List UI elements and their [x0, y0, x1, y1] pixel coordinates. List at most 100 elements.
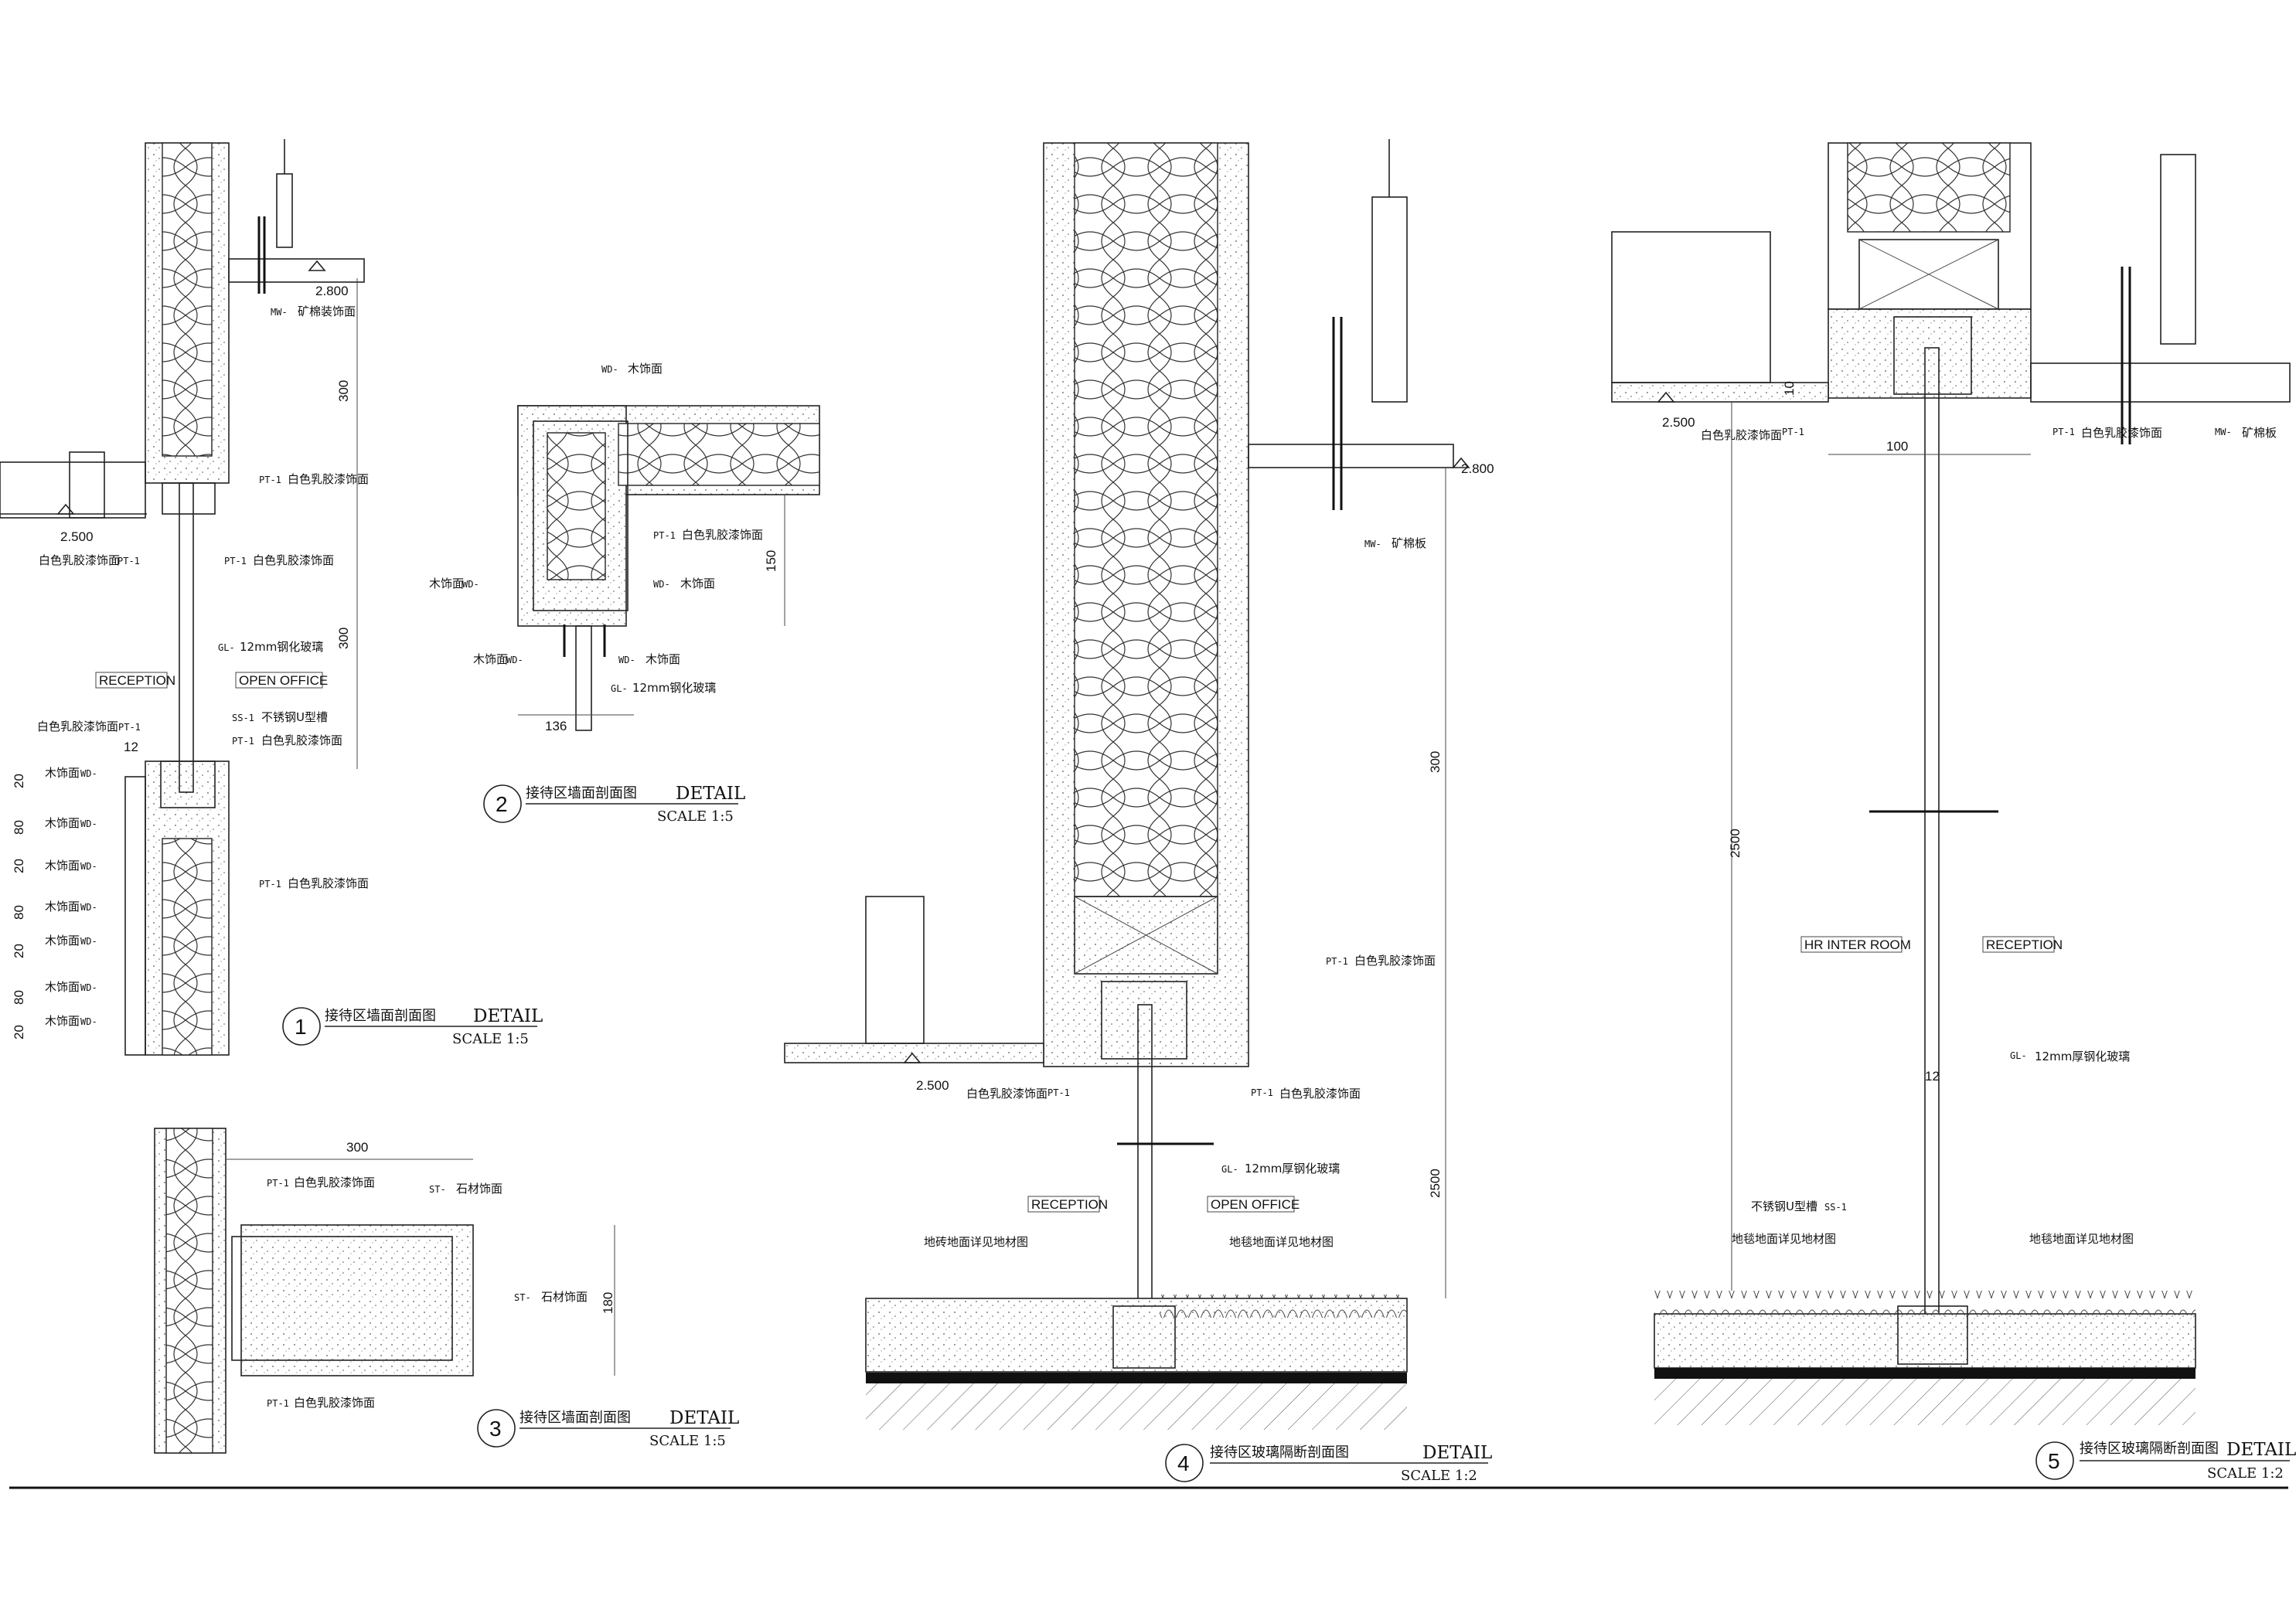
room-reception-d1: RECEPTION: [99, 673, 175, 688]
detail3-stone-box: [240, 1224, 474, 1376]
level-ceiling-d1: 2.800: [315, 284, 349, 298]
tag-pt: PT-1: [1251, 1087, 1273, 1098]
tag-pt: PT-1: [2052, 427, 2075, 437]
note-latex: 白色乳胶漆饰面: [2081, 426, 2162, 440]
dim-300-a: 300: [336, 380, 351, 402]
detail5-ceiling-right: [2030, 362, 2291, 403]
detail1-scale: SCALE 1:5: [452, 1031, 529, 1047]
tag-pt: PT-1: [224, 556, 247, 567]
detail5-bottom-channel: [1897, 1305, 1968, 1365]
note-mineral-panel: 矿棉装饰面: [298, 305, 356, 318]
tag-pt: PT-1: [1326, 956, 1348, 967]
note-glass: 12mm钢化玻璃: [240, 640, 323, 654]
detail2-title: 接待区墙面剖面图: [526, 785, 637, 801]
detail2-label: DETAIL: [676, 784, 745, 804]
tag-pt: PT-1: [118, 556, 140, 567]
level-floor-d1: 2.500: [60, 529, 94, 544]
tag-st: ST-: [429, 1184, 446, 1195]
note-latex: 白色乳胶漆饰面: [1701, 428, 1782, 442]
note-wood: 木饰面: [45, 816, 80, 830]
note-wood: 木饰面: [680, 577, 715, 590]
detail1-number: 1: [295, 1015, 307, 1039]
detail5-label: DETAIL: [2226, 1440, 2296, 1460]
room-reception-d5: RECEPTION: [1986, 937, 2063, 952]
tag-pt: PT-1: [259, 879, 281, 890]
tag-wd: WD-: [80, 1016, 97, 1027]
tag-mw: MW-: [2215, 427, 2232, 437]
dim-2500-b: 2500: [1728, 829, 1742, 858]
note-steel-u: 不锈钢U型槽: [261, 710, 328, 724]
note-carpet-floor: 地毯地面详见地材图: [2029, 1232, 2134, 1246]
tag-wd: WD-: [80, 861, 97, 872]
detail-1: 300 300 12 20 80 20 80 20 80 20 2.800 2.…: [0, 139, 543, 1056]
note-carpet-floor: 地毯地面详见地材图: [1229, 1235, 1334, 1249]
tag-ss: SS-1: [1824, 1202, 1847, 1213]
detail2-glass: [575, 625, 592, 731]
detail4-carpet: [1160, 1295, 1407, 1318]
detail1-ceiling-left: [0, 461, 146, 519]
note-latex: 白色乳胶漆饰面: [682, 528, 763, 542]
note-wood: 木饰面: [45, 980, 80, 994]
detail5-title: 接待区玻璃隔断剖面图: [2080, 1441, 2219, 1457]
detail1-ceiling-right: [228, 258, 365, 283]
note-stone: 石材饰面: [541, 1290, 588, 1304]
note-mineral-board: 矿棉板: [1392, 536, 1426, 550]
note-latex: 白色乳胶漆饰面: [253, 553, 334, 567]
note-glass: 12mm钢化玻璃: [632, 681, 716, 695]
tag-pt: PT-1: [232, 736, 254, 747]
room-open-office-d4: OPEN OFFICE: [1211, 1197, 1300, 1212]
note-latex: 白色乳胶漆饰面: [37, 720, 118, 733]
room-open-office-d1: OPEN OFFICE: [239, 673, 328, 688]
level-floor-d5: 2.500: [1662, 415, 1695, 430]
detail1-lower-insulation: [162, 838, 213, 1056]
detail4-number: 4: [1177, 1451, 1190, 1475]
detail5-scale: SCALE 1:2: [2207, 1465, 2284, 1482]
detail1-hanger: [276, 173, 293, 248]
tag-wd: WD-: [653, 579, 670, 590]
note-wood: 木饰面: [45, 859, 80, 873]
note-wood: 木饰面: [473, 652, 508, 666]
dim-100: 100: [1886, 439, 1908, 454]
detail5-ceiling-left: [1611, 382, 1829, 403]
detail2-number-circle: [483, 784, 522, 823]
tag-wd: WD-: [618, 655, 635, 665]
detail5-head: [1828, 308, 2032, 399]
dim-300-b: 300: [336, 628, 351, 649]
detail5-floor: [1654, 1313, 2196, 1369]
detail1-u-channel-top: [162, 482, 216, 515]
detail4-label: DETAIL: [1422, 1443, 1492, 1463]
tag-gl: GL-: [611, 683, 628, 694]
detail4-hanger: [1371, 196, 1408, 403]
detail4-number-circle: [1165, 1444, 1204, 1482]
dim-10: 10: [1782, 381, 1797, 396]
dim-2500-a: 2500: [1428, 1169, 1443, 1198]
dim-12-b: 12: [1925, 1069, 1940, 1084]
detail3-stone: [231, 1236, 453, 1361]
note-tile-floor: 地砖地面详见地材图: [924, 1235, 1028, 1249]
detail5-number: 5: [2048, 1449, 2060, 1473]
detail4-ceiling-left: [784, 1043, 1044, 1063]
dim-80: 80: [12, 820, 26, 835]
detail-4: 300 2500 2.800 2.500 MW- 矿棉板 PT-1 白色乳胶漆饰…: [784, 139, 1494, 1484]
dim-20: 20: [12, 944, 26, 958]
tag-pt: PT-1: [267, 1398, 289, 1409]
detail1-label: DETAIL: [473, 1006, 543, 1026]
note-wood: 木饰面: [45, 766, 80, 780]
detail1-ceiling-frame: [69, 451, 105, 519]
tag-wd: WD-: [80, 982, 97, 993]
detail3-label: DETAIL: [669, 1408, 739, 1428]
detail1-title: 接待区墙面剖面图: [325, 1008, 436, 1024]
tag-st: ST-: [514, 1292, 531, 1303]
note-latex: 白色乳胶漆饰面: [288, 876, 369, 890]
room-hr: HR INTER ROOM: [1804, 937, 1911, 952]
detail4-ceiling-right: [1248, 444, 1454, 468]
detail4-bottom-channel: [1112, 1305, 1176, 1369]
detail5-top-channel: [1893, 316, 1972, 395]
note-wood: 木饰面: [646, 652, 680, 666]
detail5-hanger: [2160, 154, 2196, 345]
dim-300-c: 300: [346, 1140, 368, 1155]
dim-80: 80: [12, 905, 26, 920]
detail1-number-circle: [282, 1007, 321, 1046]
note-wood: 木饰面: [45, 1014, 80, 1028]
note-wood: 木饰面: [628, 362, 663, 376]
